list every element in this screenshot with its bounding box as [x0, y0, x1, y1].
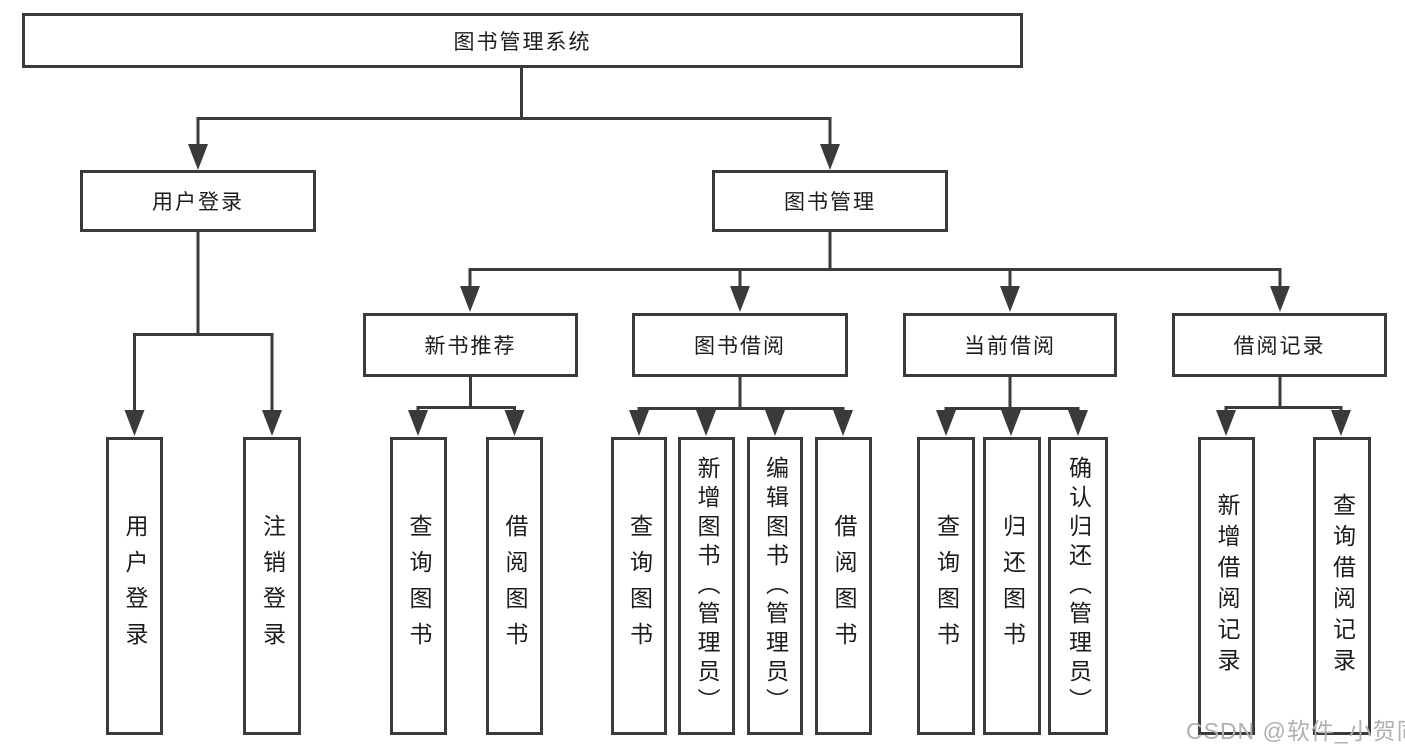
arrowhead-icons [124, 144, 1351, 436]
leaf-query-borrow-record: 查询借阅记录 [1313, 437, 1371, 735]
node-current-borrowing: 当前借阅 [903, 313, 1117, 377]
csdn-watermark: CSDN @软件_小贺同学 [1186, 718, 1405, 744]
leaf-user-login: 用户登录 [106, 437, 163, 735]
leaf-confirm-return-admin: 确认归还（管理员） [1048, 437, 1108, 735]
leaf-query-books-borrowing: 查询图书 [611, 437, 667, 735]
node-borrowing-records: 借阅记录 [1172, 313, 1387, 377]
leaf-query-books-current: 查询图书 [917, 437, 975, 735]
leaf-borrow-books-borrowing: 借阅图书 [815, 437, 872, 735]
leaf-add-books-admin: 新增图书（管理员） [678, 437, 735, 735]
leaf-return-books: 归还图书 [983, 437, 1041, 735]
leaf-query-books-recommend: 查询图书 [390, 437, 447, 735]
leaf-edit-books-admin: 编辑图书（管理员） [747, 437, 803, 735]
node-new-book-recommend: 新书推荐 [363, 313, 578, 377]
node-book-management: 图书管理 [712, 170, 948, 232]
node-book-borrowing: 图书借阅 [632, 313, 848, 377]
leaf-add-borrow-record: 新增借阅记录 [1198, 437, 1255, 735]
leaf-logout: 注销登录 [243, 437, 301, 735]
leaf-borrow-books-recommend: 借阅图书 [486, 437, 543, 735]
node-root-system: 图书管理系统 [22, 13, 1023, 68]
node-user-login: 用户登录 [80, 170, 316, 232]
